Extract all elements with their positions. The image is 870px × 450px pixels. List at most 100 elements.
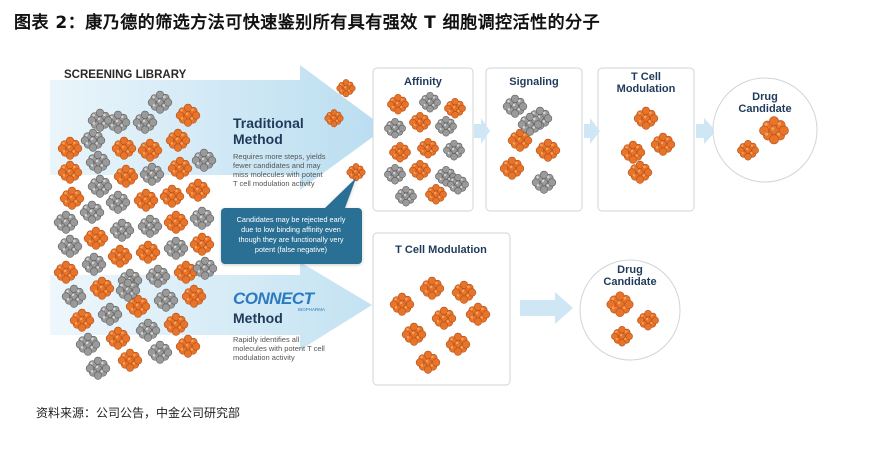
affinity-molecule — [395, 185, 417, 207]
tcell-molecule — [650, 132, 676, 156]
library-molecule — [105, 326, 131, 350]
step-panel-signaling: Signaling — [485, 67, 583, 212]
step-label: Affinity — [404, 76, 443, 88]
signaling-molecule — [531, 170, 557, 194]
signaling-molecule — [517, 112, 543, 136]
library-molecule — [159, 184, 185, 208]
source-note: 资料来源：公司公告，中金公司研究部 — [36, 406, 241, 420]
library-molecule — [57, 136, 83, 160]
library-molecule — [137, 138, 163, 162]
signaling-molecule — [499, 156, 525, 180]
library-molecule — [173, 260, 199, 284]
connect-logo-sub: BIOPHARMA — [298, 307, 325, 312]
connect-molecule — [431, 306, 457, 330]
library-molecule — [87, 174, 113, 198]
chevron-arrow — [584, 118, 600, 144]
library-molecule — [167, 156, 193, 180]
library-molecule — [147, 90, 173, 114]
library-molecule — [147, 340, 173, 364]
library-molecule — [80, 128, 106, 152]
affinity-molecule — [384, 163, 406, 185]
traditional-description: Requires more steps, yields fewer candid… — [233, 152, 326, 188]
affinity-molecule — [387, 93, 409, 115]
library-molecule — [189, 206, 215, 230]
library-molecule — [107, 244, 133, 268]
library-molecule — [83, 226, 109, 250]
affinity-molecule — [409, 111, 431, 133]
connect-logo: CONNECT — [233, 289, 316, 308]
library-molecule — [139, 162, 165, 186]
affinity-molecule — [443, 139, 465, 161]
connect-molecule — [415, 350, 441, 374]
library-molecules — [53, 90, 218, 380]
candidate-molecule — [637, 309, 659, 331]
library-molecule — [185, 178, 211, 202]
traditional-desc-line: miss molecules with potent — [233, 170, 324, 179]
library-molecule — [153, 288, 179, 312]
candidate-molecule — [759, 116, 789, 145]
connect-molecule — [465, 302, 491, 326]
library-molecule — [89, 276, 115, 300]
library-molecule — [192, 256, 218, 280]
connect-molecule — [419, 276, 445, 300]
callout-line: potent (false negative) — [255, 245, 327, 254]
library-molecule — [181, 284, 207, 308]
tcell-molecule — [633, 106, 659, 130]
library-molecule — [175, 334, 201, 358]
affinity-molecule — [444, 97, 466, 119]
library-molecule — [85, 150, 111, 174]
callout-line: though they are functionally very — [238, 235, 343, 244]
library-molecule — [165, 128, 191, 152]
affinity-molecule — [417, 137, 439, 159]
affinity-molecule — [419, 91, 441, 113]
traditional-desc-line: T cell modulation activity — [233, 179, 315, 188]
signaling-molecule — [502, 94, 528, 118]
connect-desc-line: Rapidly identifies all — [233, 335, 300, 344]
candidate-molecule — [611, 325, 633, 347]
library-molecule — [53, 210, 79, 234]
chevron-arrow — [474, 118, 490, 144]
library-molecule — [87, 108, 113, 132]
library-molecule — [81, 252, 107, 276]
library-molecule — [133, 188, 159, 212]
rejected-molecule — [336, 79, 356, 98]
callout-line: Candidates may be rejected early — [237, 215, 346, 224]
library-molecule — [111, 136, 137, 160]
library-molecule — [105, 190, 131, 214]
affinity-molecule — [409, 159, 431, 181]
library-molecule — [191, 148, 217, 172]
library-molecule — [53, 260, 79, 284]
affinity-molecule — [435, 115, 457, 137]
connect-desc-line: modulation activity — [233, 353, 295, 362]
signaling-molecule — [535, 138, 561, 162]
panel-molecules — [384, 91, 789, 374]
library-molecule — [163, 312, 189, 336]
connect-method-heading: Method — [233, 310, 283, 326]
library-molecule — [175, 103, 201, 127]
traditional-desc-line: fewer candidates and may — [233, 161, 321, 170]
connect-desc-line: molecules with potent T cell — [233, 344, 325, 353]
library-molecule — [113, 164, 139, 188]
tcell-molecule — [627, 160, 653, 184]
library-molecule — [137, 214, 163, 238]
rejected-molecule — [346, 163, 366, 182]
connect-molecule — [389, 292, 415, 316]
connect-molecule — [401, 322, 427, 346]
figure-title: 图表 2：康乃德的筛选方法可快速鉴别所有具有强效 T 细胞调控活性的分子 — [14, 13, 601, 33]
library-molecule — [189, 232, 215, 256]
affinity-molecule — [389, 141, 411, 163]
library-molecule — [69, 308, 95, 332]
candidate-molecule — [606, 291, 634, 317]
library-molecule — [79, 200, 105, 224]
affinity-molecule — [447, 173, 469, 195]
library-molecule — [61, 284, 87, 308]
traditional-heading-line1: Traditional — [233, 115, 304, 131]
connect-long-arrow — [520, 292, 573, 324]
traditional-arrow — [50, 65, 385, 190]
